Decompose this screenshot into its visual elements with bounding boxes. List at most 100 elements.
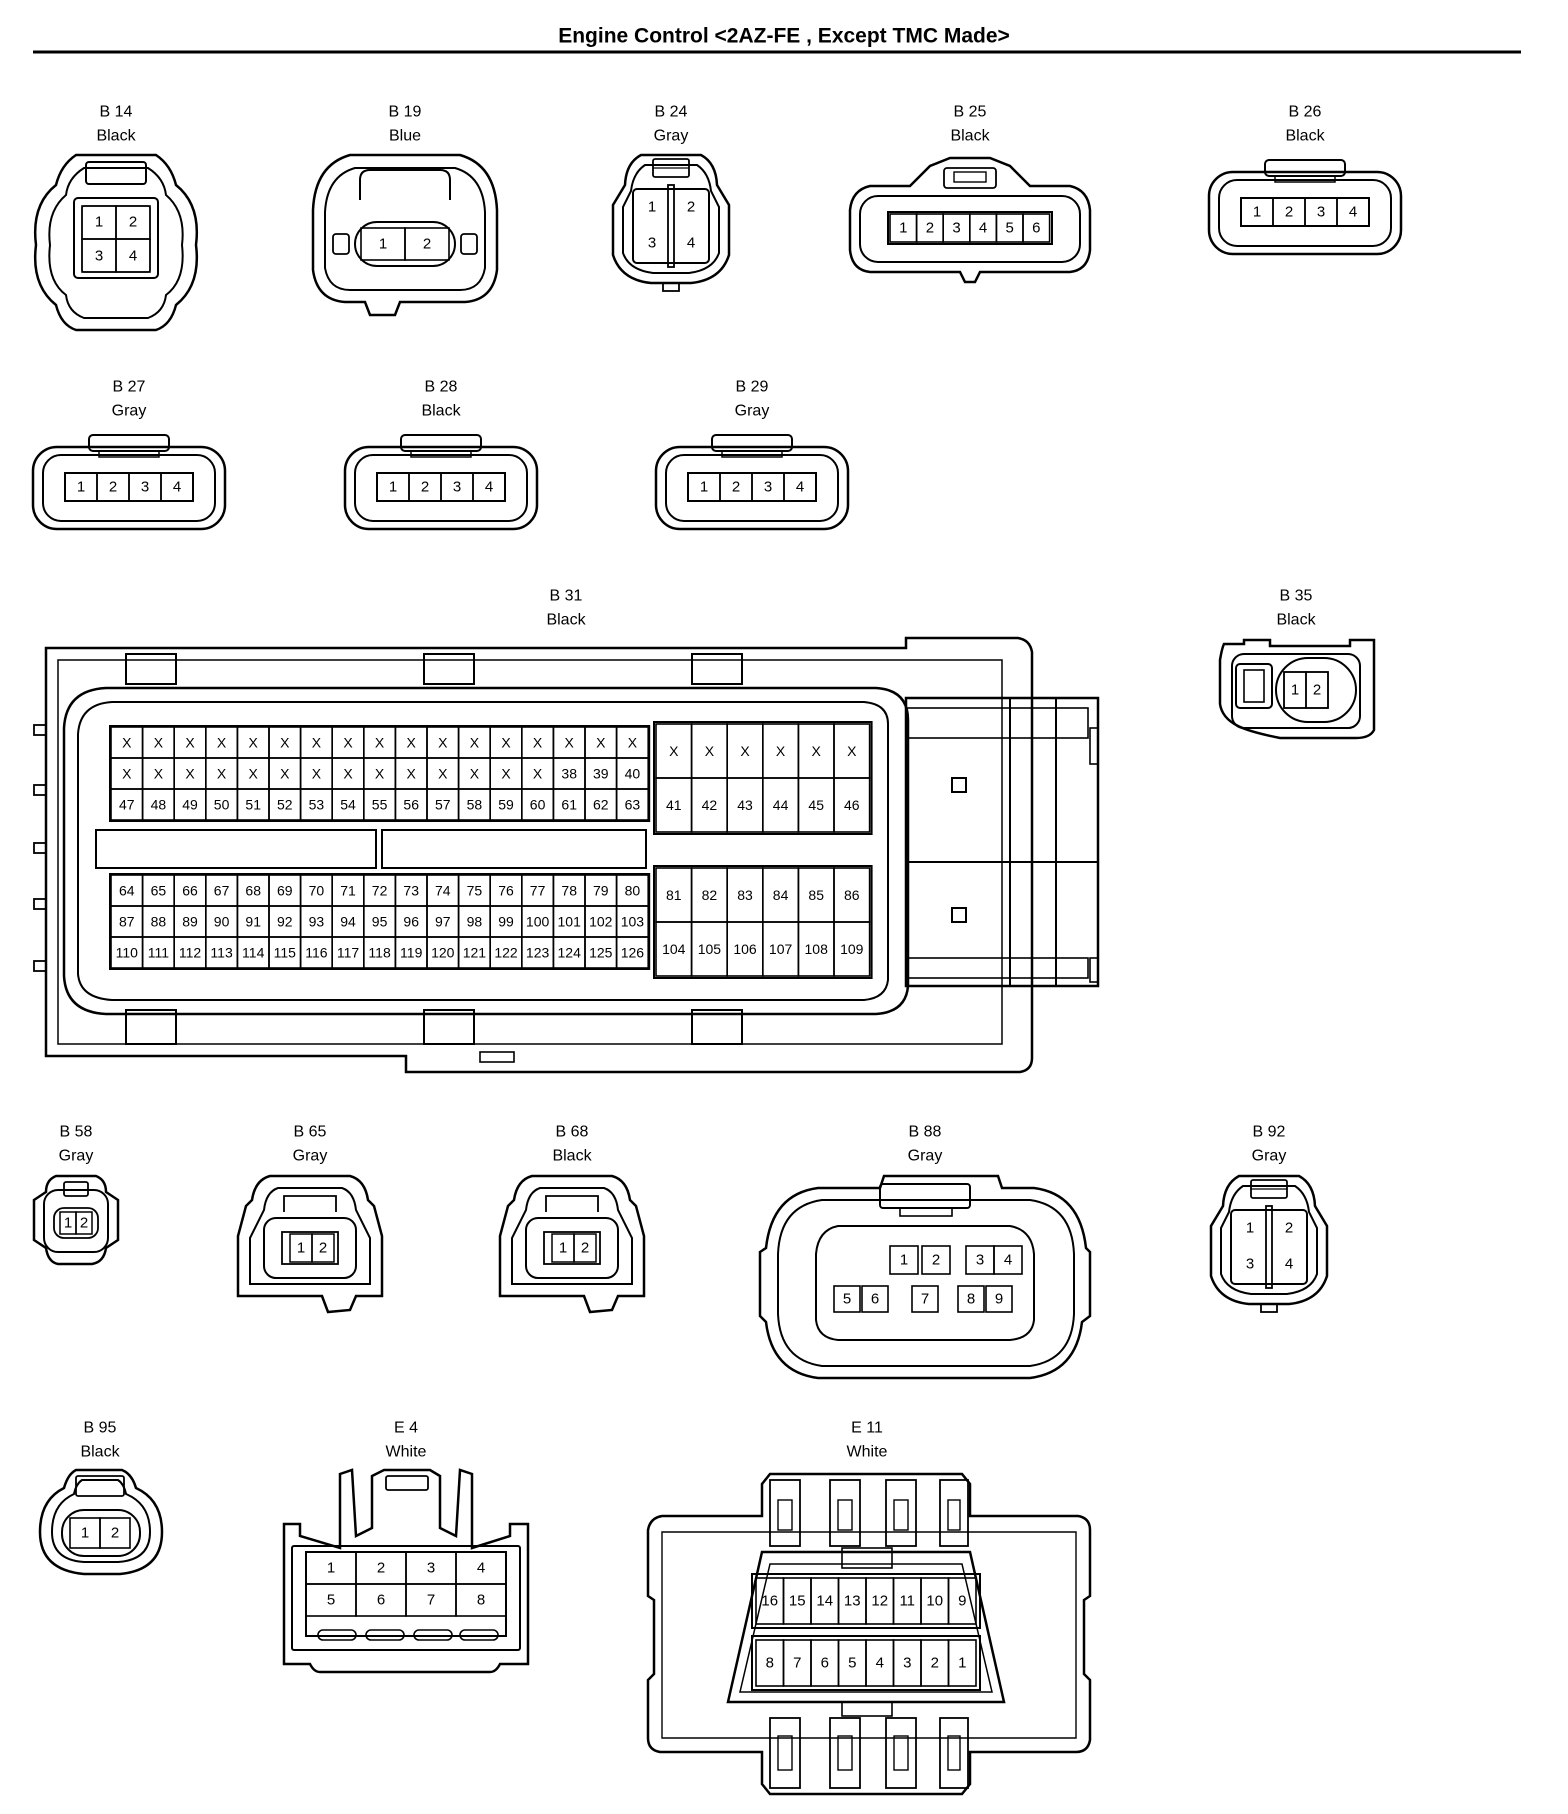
key: [951, 907, 967, 923]
pin-number: 1: [1253, 204, 1261, 221]
connector-color: Gray: [112, 403, 147, 420]
latch: [359, 169, 451, 200]
pin-number: 65: [151, 883, 167, 899]
pin-frame: [525, 1217, 619, 1279]
pin-cell: [783, 472, 817, 502]
pin-number: 1: [899, 220, 907, 237]
pin-number: 109: [840, 941, 864, 957]
tab: [691, 653, 743, 685]
pin-frame: [1275, 657, 1357, 723]
pin-number: 62: [593, 797, 609, 813]
outline: [665, 454, 839, 522]
outline: [893, 1735, 909, 1771]
connector-code: E 11: [851, 1420, 883, 1437]
pin-number: 1: [559, 1240, 567, 1257]
pin-frame: [887, 211, 1053, 245]
pin-number: 101: [558, 914, 582, 930]
pin-number: 126: [621, 945, 645, 961]
pin-cell: [615, 788, 649, 821]
pin-number: 4: [485, 479, 493, 496]
outline: [739, 1563, 993, 1693]
pin-number: 118: [368, 945, 391, 961]
pin-number: 114: [242, 945, 265, 961]
pin-frame: [109, 725, 651, 822]
pin-number: 7: [427, 1592, 435, 1609]
outline: [1218, 638, 1376, 740]
connector-code: B 27: [113, 379, 146, 396]
pin-number: 59: [498, 797, 514, 813]
outline: [498, 1174, 646, 1314]
pin-number: 9: [995, 1291, 1003, 1308]
pin-number: 74: [435, 883, 451, 899]
connector-color: Gray: [59, 1148, 94, 1165]
pin-number: 108: [805, 941, 829, 957]
outline: [654, 445, 850, 531]
side-pin: [33, 784, 47, 796]
pin-number: 1: [700, 479, 708, 496]
pin-number: 2: [687, 199, 695, 216]
outline: [62, 686, 910, 1016]
pin-number: 1: [648, 199, 656, 216]
pin-number: 1: [1246, 1220, 1254, 1237]
connector-code: B 29: [736, 379, 769, 396]
pin-number: 48: [151, 797, 167, 813]
pin-number: 124: [558, 945, 582, 961]
pin-number: 3: [1246, 1256, 1254, 1273]
connector-color: Black: [421, 403, 461, 420]
pin-number: 99: [498, 914, 514, 930]
pin-number: X: [501, 766, 511, 782]
title-block: Engine Control <2AZ-FE , Except TMC Made…: [33, 25, 1521, 54]
pin-number: 90: [214, 914, 230, 930]
outline: [48, 167, 184, 319]
connector-color: Gray: [654, 128, 689, 145]
pin-number: 5: [1006, 220, 1014, 237]
pin-number: 1: [77, 479, 85, 496]
blank-slot: [381, 829, 647, 869]
pin-number: 107: [769, 941, 793, 957]
latch: [953, 171, 987, 183]
pin-number: 3: [453, 479, 461, 496]
pin-frame: [109, 873, 651, 970]
pin-number: X: [122, 766, 132, 782]
pin-number: X: [501, 735, 511, 751]
latch: [75, 1475, 125, 1497]
pin-number: X: [438, 766, 448, 782]
pin-number: 4: [1004, 1252, 1012, 1269]
latch: [899, 1207, 953, 1217]
pin-number: 84: [773, 887, 789, 903]
pin-number: 41: [666, 797, 682, 813]
pin-number: 2: [377, 1560, 385, 1577]
outline: [777, 1499, 793, 1531]
pin-frame: [726, 1550, 1006, 1704]
pin-number: X: [533, 735, 543, 751]
pin-number: X: [280, 766, 290, 782]
connector-code: B 28: [425, 379, 458, 396]
pin-frame: [73, 197, 159, 279]
pin-number: 3: [95, 248, 103, 265]
latch: [885, 1479, 917, 1547]
pin-frame: [751, 1573, 981, 1629]
pin-cell: [985, 1285, 1013, 1313]
pin-number: 1: [64, 1215, 72, 1232]
pin-cell: [472, 472, 506, 502]
tab: [125, 1009, 177, 1045]
pin-number: 4: [1285, 1256, 1293, 1273]
outline: [1207, 170, 1403, 256]
connector-code: B 24: [655, 104, 688, 121]
slot: [413, 1629, 453, 1641]
outline: [1089, 957, 1099, 983]
pin-number: 54: [340, 797, 356, 813]
connector-code: B 95: [84, 1420, 117, 1437]
pin-frame: [751, 1635, 981, 1691]
pin-number: 7: [921, 1291, 929, 1308]
pin-number: 2: [109, 479, 117, 496]
outline: [1220, 1185, 1318, 1295]
pin-number: 56: [403, 797, 419, 813]
pin-number: X: [343, 735, 353, 751]
latch: [88, 434, 170, 452]
latch: [711, 434, 793, 452]
pin-number: 49: [182, 797, 198, 813]
